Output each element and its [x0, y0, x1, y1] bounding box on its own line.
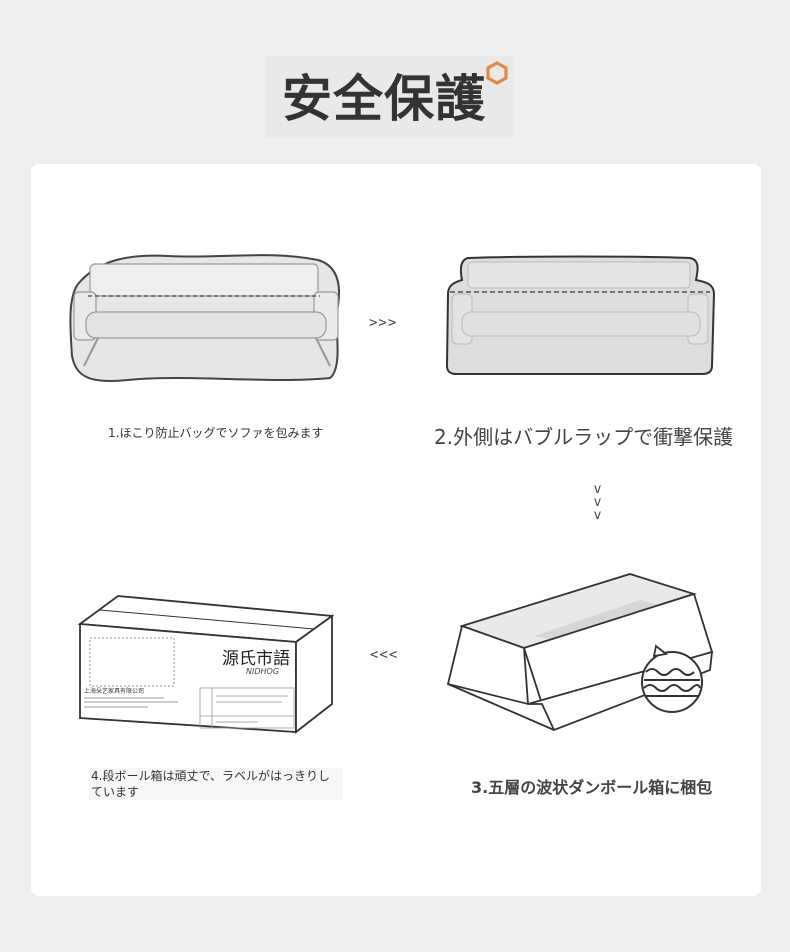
sealed-box-image: 源氏市語 NIDHOG 上海朵艺家具有限公司: [78, 595, 334, 734]
sofa-bubble-wrap-image: [445, 255, 716, 375]
step-4-caption: 4.段ボール箱は頑丈で、ラベルがはっきりしています: [89, 768, 343, 800]
box-company-text: 上海朵艺家具有限公司: [84, 687, 144, 695]
arrow-left: <<<: [370, 647, 399, 663]
box-brand-text: 源氏市語: [222, 649, 290, 669]
step-1-caption: 1.ほこり防止バッグでソファを包みます: [108, 426, 324, 440]
box-brand-sub-text: NIDHOG: [246, 667, 279, 676]
sofa-dust-bag-image: [69, 254, 340, 382]
page-title: 安全保護: [282, 70, 486, 128]
title-backdrop: [266, 56, 514, 138]
step-2-caption: 2.外側はバブルラップで衝撃保護: [434, 425, 734, 449]
hexagon-icon: [486, 61, 508, 85]
step-3-caption: 3.五層の波状ダンボール箱に梱包: [471, 778, 713, 797]
open-box-image: [446, 573, 714, 732]
arrow-right: >>>: [369, 315, 398, 331]
